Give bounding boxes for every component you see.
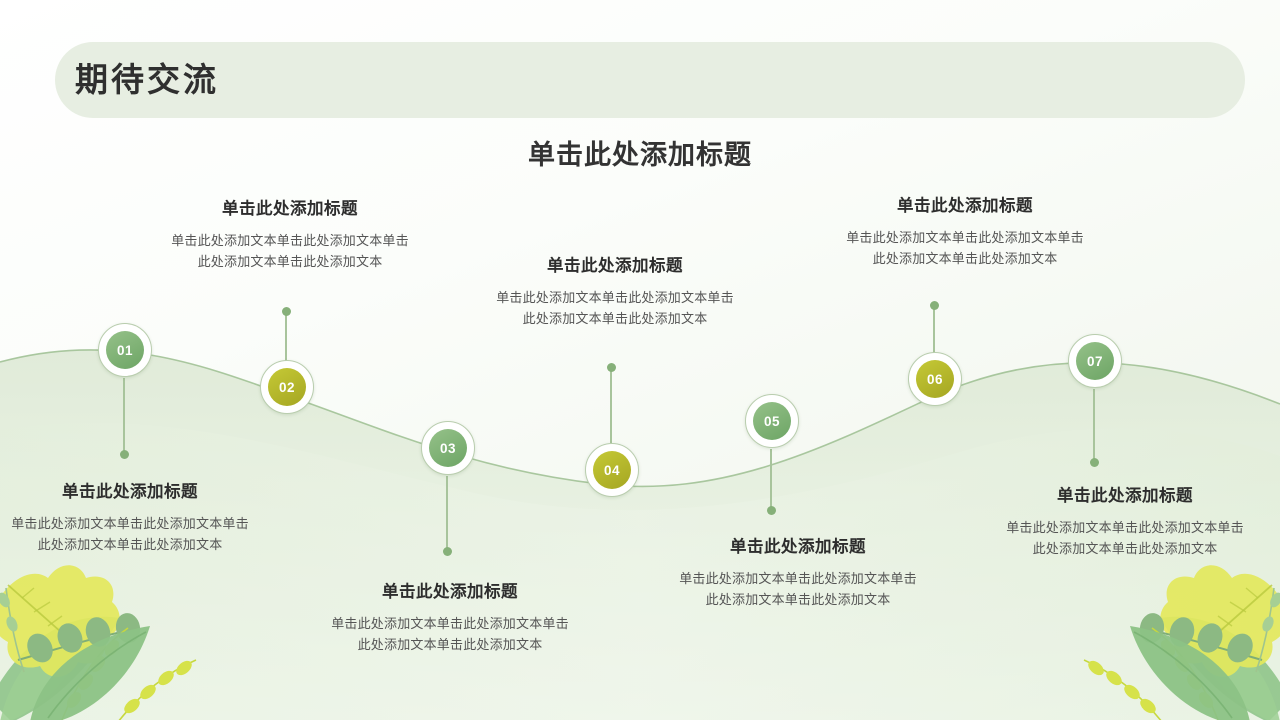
timeline-text-03: 单击此处添加标题 单击此处添加文本单击此处添加文本单击此处添加文本单击此处添加文… [330, 578, 570, 655]
timeline-title-03: 单击此处添加标题 [382, 583, 518, 601]
timeline-marker-02[interactable]: 02 [260, 360, 314, 414]
connector-line-01 [123, 378, 125, 455]
connector-dot-01 [119, 450, 129, 459]
timeline-title-07: 单击此处添加标题 [1057, 487, 1193, 505]
timeline-marker-label-06: 06 [916, 360, 954, 398]
timeline-text-04: 单击此处添加标题 单击此处添加文本单击此处添加文本单击此处添加文本单击此处添加文… [495, 252, 735, 329]
timeline-text-05: 单击此处添加标题 单击此处添加文本单击此处添加文本单击此处添加文本单击此处添加文… [678, 533, 918, 610]
timeline-title-05: 单击此处添加标题 [730, 538, 866, 556]
connector-dot-07 [1089, 458, 1099, 467]
timeline-marker-label-04: 04 [593, 451, 631, 489]
timeline-title-04: 单击此处添加标题 [547, 257, 683, 275]
connector-line-05 [770, 449, 772, 511]
timeline-title-02: 单击此处添加标题 [222, 200, 358, 218]
connector-dot-02 [281, 307, 291, 316]
timeline-body-04: 单击此处添加文本单击此处添加文本单击此处添加文本单击此处添加文本 [496, 290, 734, 326]
timeline-body-06: 单击此处添加文本单击此处添加文本单击此处添加文本单击此处添加文本 [846, 230, 1084, 266]
header-banner [55, 42, 1245, 118]
timeline-text-07: 单击此处添加标题 单击此处添加文本单击此处添加文本单击此处添加文本单击此处添加文… [1005, 482, 1245, 559]
timeline-body-02: 单击此处添加文本单击此处添加文本单击此处添加文本单击此处添加文本 [171, 233, 409, 269]
timeline-text-02: 单击此处添加标题 单击此处添加文本单击此处添加文本单击此处添加文本单击此处添加文… [170, 195, 410, 272]
banner-title: 期待交流 [75, 61, 219, 98]
timeline-marker-07[interactable]: 07 [1068, 334, 1122, 388]
connector-line-03 [446, 476, 448, 552]
timeline-body-01: 单击此处添加文本单击此处添加文本单击此处添加文本单击此处添加文本 [11, 516, 249, 552]
page-title: 单击此处添加标题 [528, 140, 752, 170]
timeline-body-03: 单击此处添加文本单击此处添加文本单击此处添加文本单击此处添加文本 [331, 616, 569, 652]
timeline-marker-label-03: 03 [429, 429, 467, 467]
timeline-marker-label-07: 07 [1076, 342, 1114, 380]
timeline-marker-06[interactable]: 06 [908, 352, 962, 406]
timeline-title-01: 单击此处添加标题 [62, 483, 198, 501]
timeline-marker-01[interactable]: 01 [98, 323, 152, 377]
connector-dot-05 [766, 506, 776, 515]
timeline-body-07: 单击此处添加文本单击此处添加文本单击此处添加文本单击此处添加文本 [1006, 520, 1244, 556]
timeline-marker-04[interactable]: 04 [585, 443, 639, 497]
timeline-body-05: 单击此处添加文本单击此处添加文本单击此处添加文本单击此处添加文本 [679, 571, 917, 607]
connector-line-02 [285, 311, 287, 361]
timeline-marker-label-01: 01 [106, 331, 144, 369]
timeline-title-06: 单击此处添加标题 [897, 197, 1033, 215]
timeline-marker-label-05: 05 [753, 402, 791, 440]
connector-line-07 [1093, 389, 1095, 463]
connector-line-04 [610, 367, 612, 443]
timeline-marker-03[interactable]: 03 [421, 421, 475, 475]
timeline-text-06: 单击此处添加标题 单击此处添加文本单击此处添加文本单击此处添加文本单击此处添加文… [845, 192, 1085, 269]
timeline-marker-05[interactable]: 05 [745, 394, 799, 448]
connector-line-06 [933, 305, 935, 353]
timeline-text-01: 单击此处添加标题 单击此处添加文本单击此处添加文本单击此处添加文本单击此处添加文… [10, 478, 250, 555]
connector-dot-03 [442, 547, 452, 556]
connector-dot-06 [929, 301, 939, 310]
timeline-marker-label-02: 02 [268, 368, 306, 406]
connector-dot-04 [606, 363, 616, 372]
